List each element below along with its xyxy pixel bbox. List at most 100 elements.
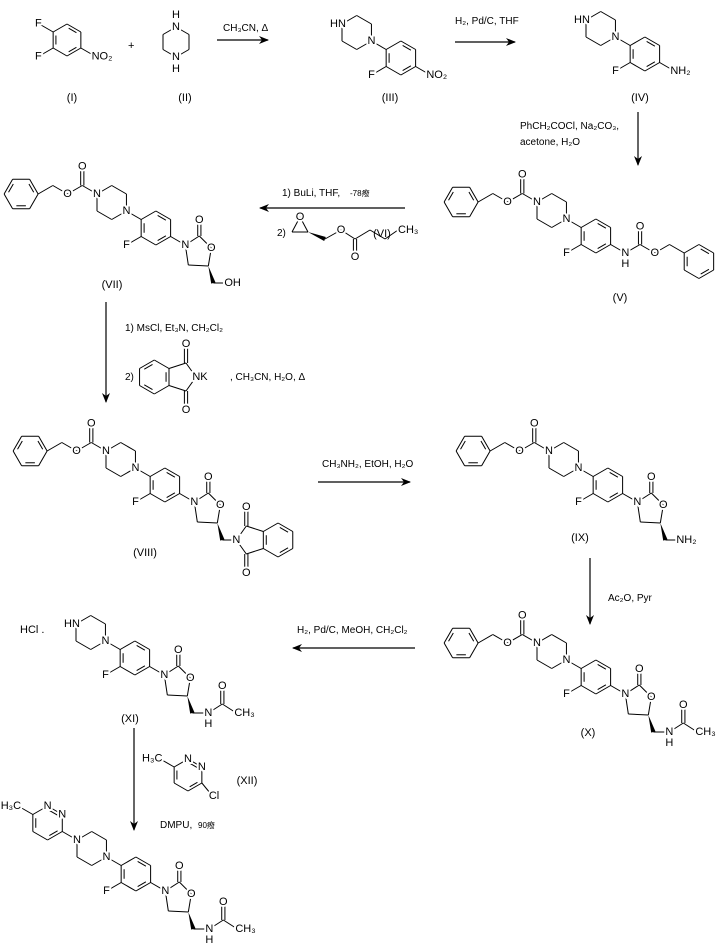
single-bond: [170, 236, 186, 246]
single-bond: [159, 758, 175, 768]
single-bond: [105, 640, 121, 650]
piperazine-n1: N: [73, 834, 81, 846]
methyl: CH₃: [235, 923, 255, 935]
piperazine-ring-edge: [91, 831, 107, 841]
single-bond: [566, 244, 582, 254]
benzyl-phenyl-ring-edge: [443, 187, 454, 203]
pyridazine-n: N: [44, 800, 52, 812]
piperazine-ring-edge: [76, 831, 92, 841]
single-bond: [354, 229, 371, 240]
fluorine: F: [35, 18, 42, 30]
single-bond: [522, 193, 538, 203]
oxazolidinone-n: N: [621, 688, 629, 700]
single-bond: [38, 23, 54, 33]
carbamate-ester-oxygen: O: [650, 247, 659, 259]
fluorophenyl-ring-inner-double: [402, 44, 412, 51]
wedge-bond: [308, 232, 326, 242]
phthalimide-benzene-ring-inner-double: [279, 526, 289, 533]
single-bond: [504, 442, 520, 452]
reagent-step1: CH₃CN, Δ: [223, 23, 269, 34]
phthalimide-benzene-ring-inner-double: [144, 363, 153, 370]
ester-oxygen: O: [63, 188, 72, 200]
single-bond: [167, 694, 188, 697]
single-bond: [185, 376, 197, 392]
carbamate-n: N: [621, 247, 629, 259]
single-bond: [659, 62, 675, 72]
single-bond: [135, 467, 151, 477]
piperazine-ring-edge: [356, 15, 372, 25]
piperazine-ring-edge: [548, 467, 564, 477]
arrows-layer: [102, 36, 642, 831]
single-bond: [235, 525, 247, 541]
oxazolidinone-carbonyl-oxygen: O: [635, 663, 644, 675]
single-bond: [208, 703, 223, 714]
amide-h: H: [665, 737, 673, 749]
wedge-bond: [188, 912, 196, 930]
single-bond: [164, 665, 179, 676]
fluorophenyl-ring-inner-double: [166, 471, 176, 478]
piperazine-ring-edge: [120, 442, 136, 452]
single-bond: [179, 493, 195, 503]
fluorophenyl-ring-edge: [119, 640, 136, 650]
benzyl-phenyl-ring-edge: [683, 269, 700, 279]
amide-n: N: [205, 923, 213, 935]
fluorine: F: [102, 669, 109, 681]
single-bond: [135, 493, 151, 503]
bonds-layer: [3, 11, 715, 930]
fluorophenyl-ring-edge: [119, 666, 136, 676]
benzyl-phenyl-ring-edge: [469, 642, 479, 658]
methyl: H₃C: [142, 753, 162, 765]
amide-n: N: [204, 707, 212, 719]
fluorophenyl-ring-edge: [134, 666, 150, 676]
piperazine-ring-edge: [585, 11, 601, 21]
fluorine: F: [35, 51, 42, 63]
acetyl-oxygen: O: [219, 896, 228, 908]
single-bond: [683, 722, 698, 733]
fluorine: F: [612, 65, 619, 77]
fluorophenyl-ring-edge: [140, 210, 157, 220]
compound-label-xi: (XI): [121, 713, 139, 725]
single-bond: [566, 659, 582, 669]
single-bond: [638, 684, 652, 698]
single-bond: [639, 244, 656, 254]
compound-label-v: (V): [613, 292, 628, 304]
single-bond: [177, 665, 191, 679]
reagent-step9-yield: 90癈: [198, 820, 215, 830]
piperazine-ring-edge: [90, 640, 106, 650]
fluorophenyl-ring-edge: [607, 467, 623, 477]
fluorophenyl-ring-inner-double: [597, 663, 607, 670]
single-bond: [46, 442, 63, 452]
single-bond: [477, 634, 494, 644]
single-bond: [201, 782, 212, 795]
fluorophenyl-ring-inner-double: [402, 65, 412, 72]
piperazine-ring-edge: [551, 218, 567, 228]
fluorophenyl-ring-edge: [135, 856, 151, 866]
piperazine-n4: N: [131, 462, 139, 474]
single-bond: [640, 521, 661, 524]
compound-label-x: (X): [581, 727, 596, 739]
benzyl-phenyl-ring-edge: [469, 201, 479, 217]
piperazine-n4: N: [122, 205, 130, 217]
fluorophenyl-ring-inner-double: [136, 665, 146, 672]
reagent-step9-solvent: DMPU,: [160, 820, 192, 831]
single-bond: [194, 492, 209, 503]
benzyl-phenyl-ring-edge: [469, 187, 479, 203]
phthalimide-benzene-ring-edge: [139, 359, 155, 369]
single-bond: [168, 385, 187, 392]
carbonyl-oxygen: O: [518, 169, 527, 181]
single-bond: [106, 856, 122, 866]
piperazine-n: N: [172, 51, 180, 63]
reagent-step2: H₂, Pd/C, THF: [455, 16, 519, 27]
piperazine-n1: N: [533, 196, 541, 208]
fluorophenyl-ring-edge: [400, 66, 416, 76]
benzyl-phenyl-ring-edge: [29, 193, 39, 209]
piperazine-n4: N: [574, 462, 582, 474]
fluorophenyl-ring-edge: [385, 40, 402, 50]
fluorophenyl-ring-edge: [592, 493, 609, 503]
reagent-step3-line2: acetone, H₂O: [520, 137, 580, 148]
fluorophenyl-ring-edge: [629, 62, 646, 72]
single-bond: [522, 634, 538, 644]
single-bond: [624, 693, 629, 715]
fluorophenyl-ring-edge: [140, 236, 157, 246]
